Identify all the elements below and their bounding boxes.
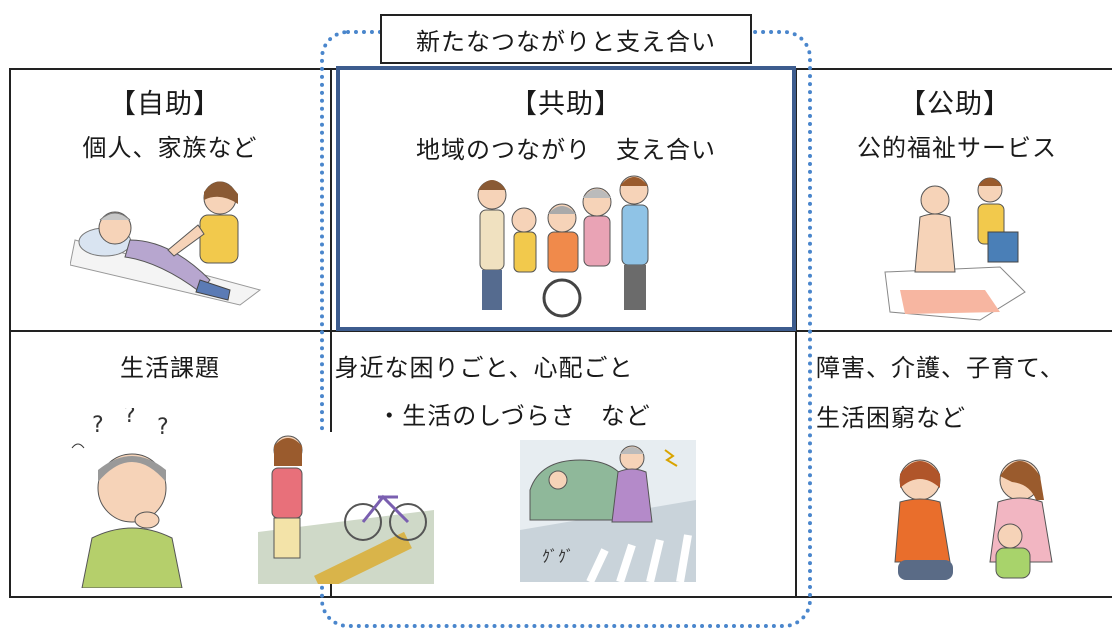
confused-elder-icon: ???: [71, 408, 183, 588]
grid-col-divider-right: [795, 68, 797, 598]
svg-text:?: ?: [92, 413, 104, 438]
care-worker-bath-icon: [884, 177, 1026, 321]
caregiver-lying-elder-icon: [70, 181, 262, 306]
grid-col-divider-left: [330, 68, 332, 598]
concerns-line2: ・生活のしづらさ など: [377, 402, 651, 430]
svg-text:?: ?: [124, 408, 136, 428]
kojo-subtitle: 公的福祉サービス: [857, 134, 1057, 162]
grid-row-divider: [9, 330, 1112, 332]
community-group-wheelchair-icon: [477, 175, 649, 318]
support-needs-line2: 生活困窮など: [816, 404, 966, 432]
svg-text:ｸﾞｸﾞ: ｸﾞｸﾞ: [542, 547, 574, 566]
support-needs-line1: 障害、介護、子育て、: [816, 354, 1065, 382]
blind-person-bicycles-icon: [258, 432, 434, 584]
jijo-heading: 【自助】: [109, 89, 221, 120]
kyojo-subtitle: 地域のつながり 支え合い: [416, 136, 716, 164]
kojo-heading: 【公助】: [899, 89, 1011, 120]
concerns-line1: 身近な困りごと、心配ごと: [334, 354, 634, 382]
counselor-mother-baby-icon: [894, 459, 1053, 580]
life-issues-label: 生活課題: [120, 354, 220, 382]
elder-crossing-car-icon: ｸﾞｸﾞ: [520, 440, 696, 582]
kyojo-heading: 【共助】: [510, 89, 622, 120]
jijo-subtitle: 個人、家族など: [82, 134, 258, 162]
svg-text:?: ?: [157, 415, 169, 440]
kyojo-highlight-border: [336, 66, 796, 331]
title-box: 新たなつながりと支え合い: [380, 14, 752, 64]
title-text: 新たなつながりと支え合い: [416, 27, 716, 56]
